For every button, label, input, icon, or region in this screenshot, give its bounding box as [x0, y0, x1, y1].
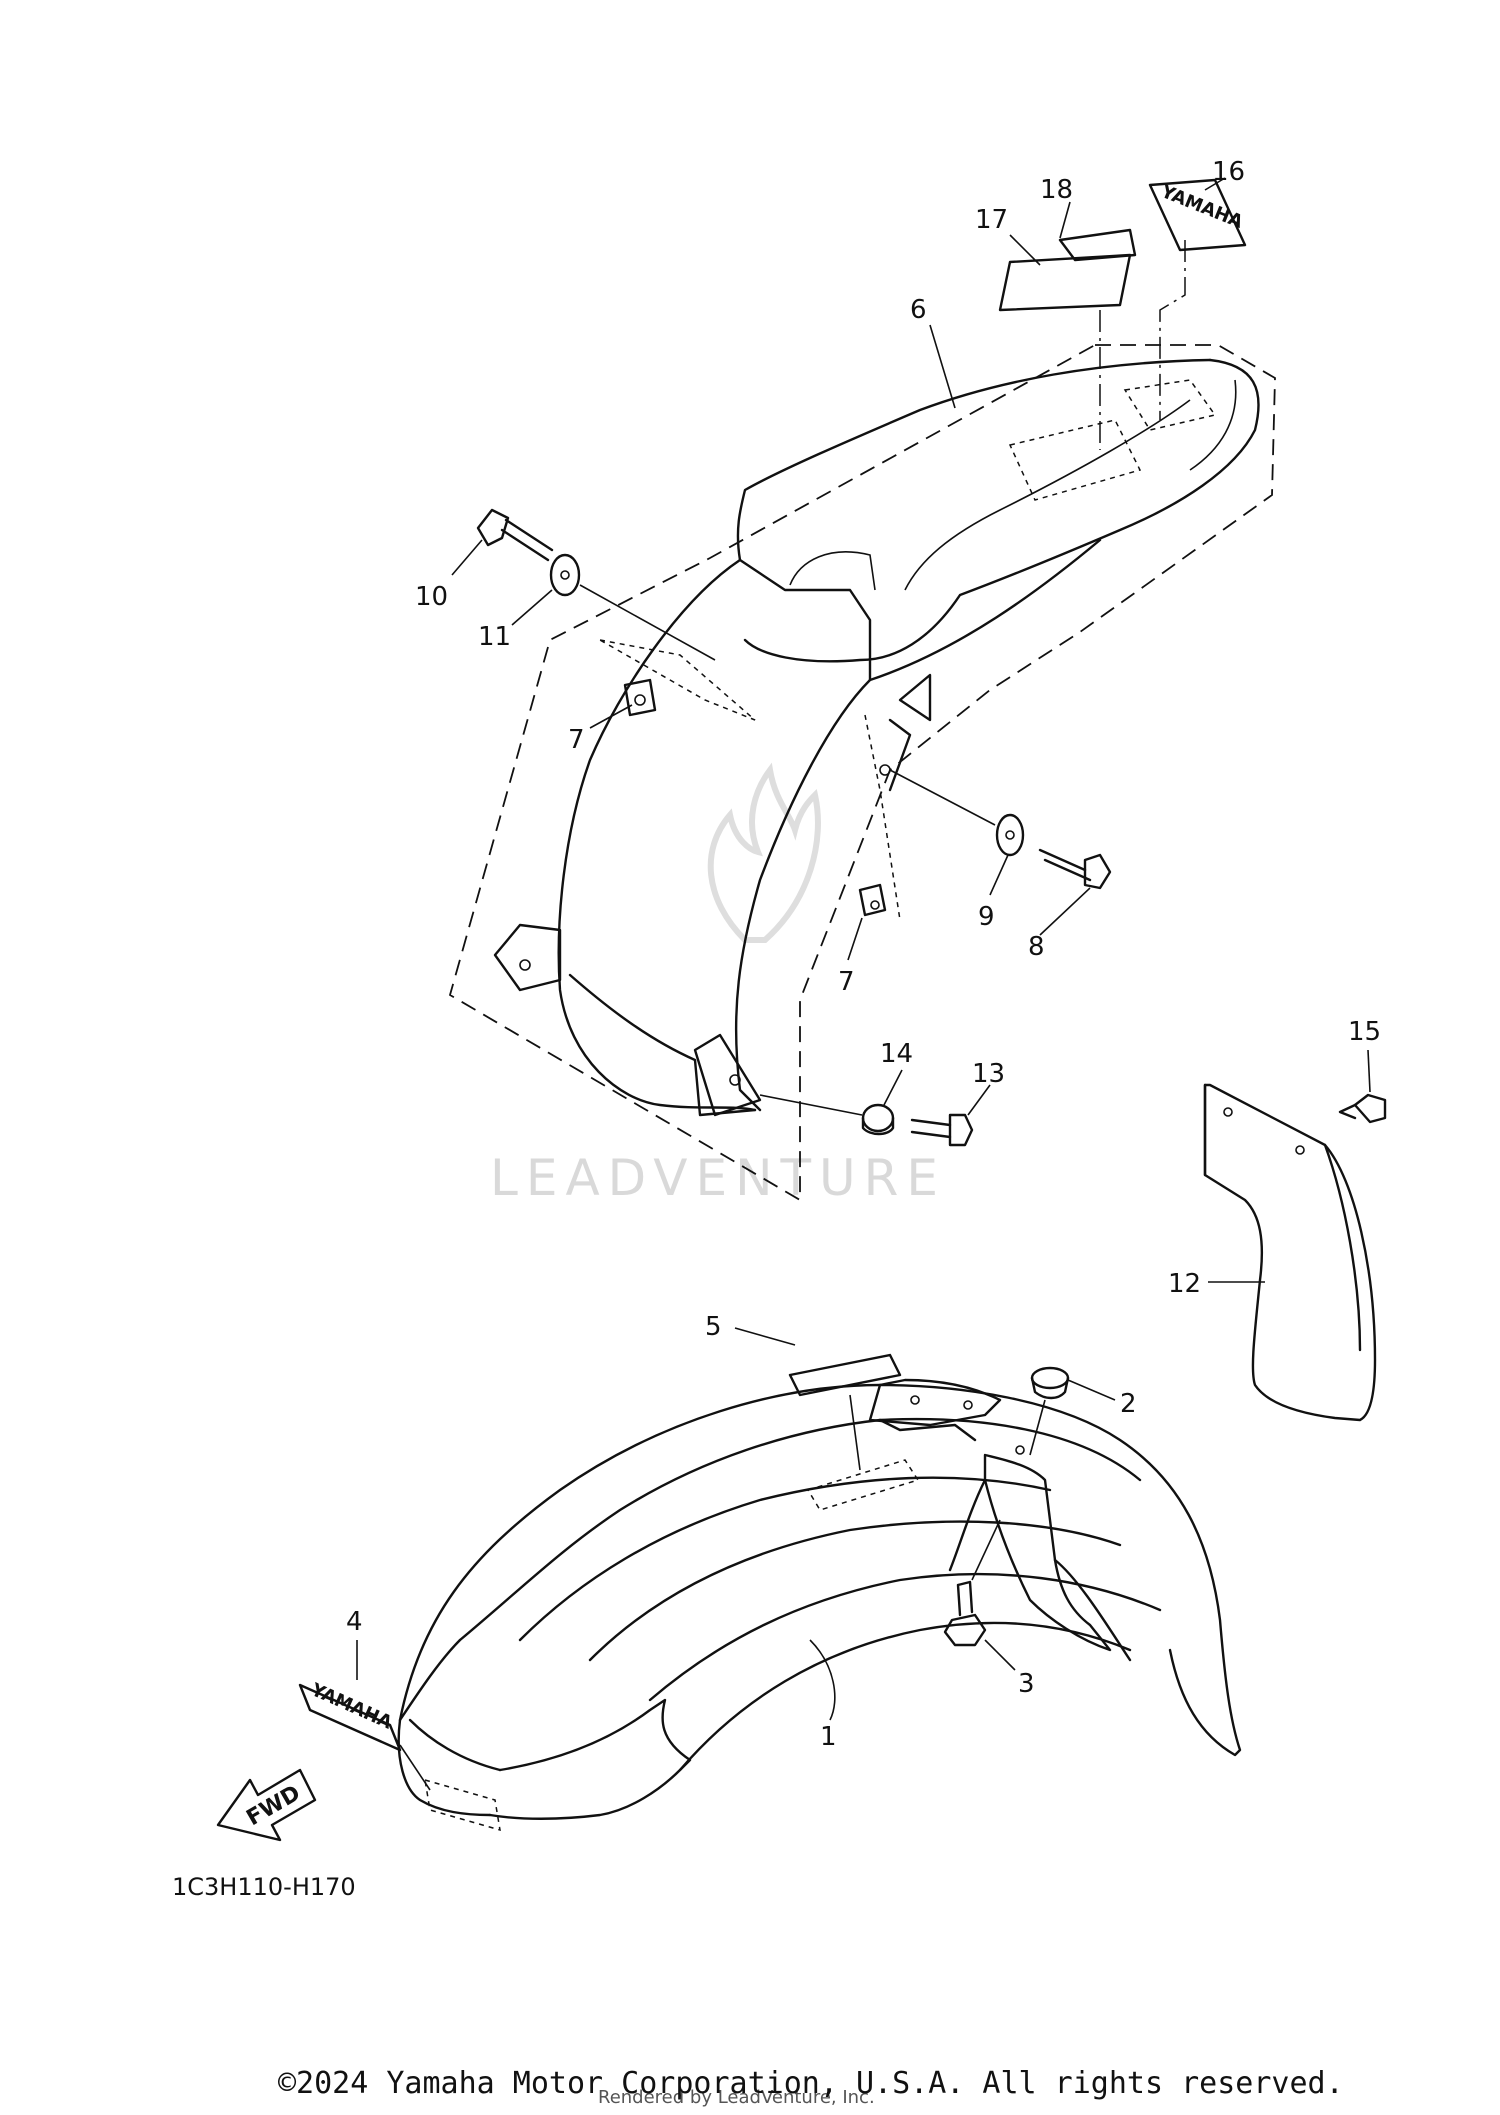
callout-5[interactable]: 5 [705, 1312, 796, 1346]
callout-6-label: 6 [910, 295, 927, 325]
callout-7b[interactable]: 7 [838, 917, 863, 997]
callout-12[interactable]: 12 [1168, 1269, 1265, 1299]
nut-7-upper[interactable] [623, 678, 657, 717]
decal-18[interactable] [1058, 228, 1137, 262]
callout-17[interactable]: 17 [975, 205, 1041, 266]
rear-brand-decal[interactable]: YAMAHA [1148, 178, 1247, 252]
callout-12-label: 12 [1168, 1269, 1201, 1299]
callout-14-label: 14 [880, 1039, 913, 1069]
watermark: LEADVENTURE [490, 762, 946, 1207]
rear-fender[interactable] [448, 344, 1276, 1202]
callout-1-label: 1 [820, 1722, 837, 1752]
callout-15-label: 15 [1348, 1017, 1381, 1047]
nut-7-lower[interactable] [858, 883, 887, 917]
callout-11[interactable]: 11 [478, 589, 553, 652]
fwd-arrow-icon: FWD [216, 1768, 317, 1842]
callout-15[interactable]: 15 [1348, 1017, 1381, 1093]
rear-brand-decal-text: YAMAHA [1157, 181, 1246, 233]
callout-4-label: 4 [346, 1607, 363, 1637]
callout-7a[interactable]: 7 [568, 704, 633, 755]
decal-5[interactable] [788, 1353, 902, 1397]
diagram-code: 1C3H110-H170 [172, 1873, 356, 1901]
callout-17-label: 17 [975, 205, 1008, 235]
callout-2[interactable]: 2 [1067, 1379, 1137, 1419]
front-brand-decal-text: YAMAHA [307, 1679, 395, 1734]
callout-5-label: 5 [705, 1312, 722, 1342]
callout-8-label: 8 [1028, 932, 1045, 962]
grommet-2[interactable] [1030, 1366, 1070, 1400]
screw-15[interactable] [1338, 1093, 1387, 1124]
decal-17[interactable] [998, 253, 1132, 312]
bolt-3[interactable] [943, 1580, 987, 1647]
callout-3[interactable]: 3 [984, 1639, 1035, 1699]
bolt-13[interactable] [910, 1113, 974, 1147]
callout-2-label: 2 [1120, 1389, 1137, 1419]
callout-13-label: 13 [972, 1059, 1005, 1089]
copyright-notice: ©2024 Yamaha Motor Corporation, U.S.A. A… [278, 2066, 1344, 2101]
callout-9[interactable]: 9 [978, 854, 1009, 932]
bolt-8[interactable] [1038, 848, 1112, 890]
front-brand-decal[interactable]: YAMAHA [298, 1679, 402, 1752]
watermark-flame-icon [707, 762, 821, 943]
callout-13[interactable]: 13 [967, 1059, 1005, 1116]
callout-3-label: 3 [1018, 1669, 1035, 1699]
mud-flap[interactable] [1203, 1083, 1377, 1422]
callout-14[interactable]: 14 [880, 1039, 913, 1106]
collar-14[interactable] [861, 1103, 895, 1136]
washer-11[interactable] [549, 553, 581, 597]
callout-7a-label: 7 [568, 725, 585, 755]
callout-10-label: 10 [415, 582, 448, 612]
rear-fender-boundary [448, 344, 1276, 1202]
callout-1[interactable]: 1 [809, 1639, 837, 1752]
callout-18-label: 18 [1040, 175, 1073, 205]
callout-16-label: 16 [1212, 157, 1245, 187]
callout-6[interactable]: 6 [910, 295, 956, 409]
callout-8[interactable]: 8 [1028, 887, 1091, 962]
callout-11-label: 11 [478, 622, 511, 652]
rendered-by: Rendered by LeadVenture, Inc. [598, 2087, 875, 2108]
front-fender[interactable] [397, 1378, 1242, 1832]
callout-10[interactable]: 10 [415, 539, 483, 612]
callout-16[interactable]: 16 [1204, 157, 1245, 191]
callout-7b-label: 7 [838, 967, 855, 997]
callout-18[interactable]: 18 [1040, 175, 1073, 239]
callout-4[interactable]: 4 [346, 1607, 363, 1680]
bolt-10[interactable] [476, 508, 554, 562]
washer-9[interactable] [995, 813, 1025, 857]
watermark-text: LEADVENTURE [490, 1149, 946, 1207]
callout-9-label: 9 [978, 902, 995, 932]
